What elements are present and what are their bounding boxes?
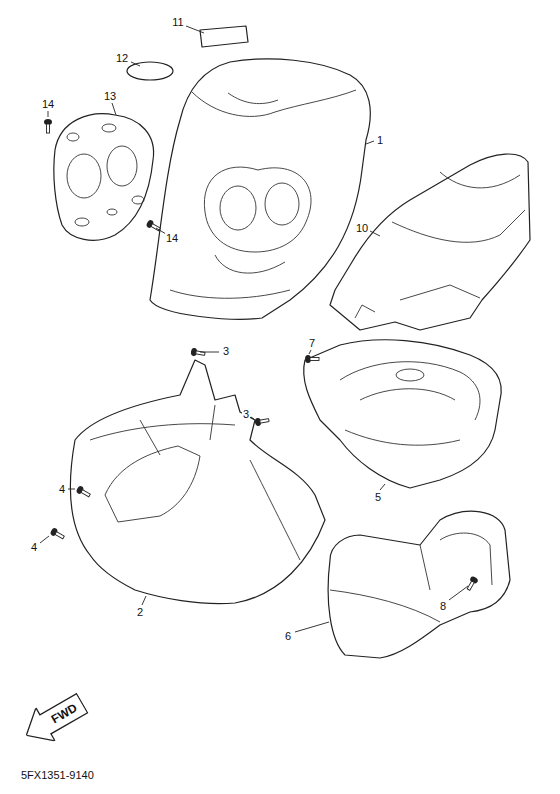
callout-number: 13	[103, 90, 117, 102]
part-2	[70, 360, 325, 604]
part-10	[330, 154, 530, 330]
callout-number: 4	[58, 483, 66, 495]
part-5	[304, 340, 502, 488]
callout-number: 1	[376, 134, 384, 146]
callout-number: 4	[30, 541, 38, 553]
leader-lines	[40, 26, 468, 632]
callout-number: 2	[136, 606, 144, 618]
part-1	[150, 59, 370, 319]
direction-arrow: FWD	[17, 686, 93, 752]
callout-number: 14	[165, 232, 179, 244]
part-12	[127, 62, 173, 80]
callout-number: 11	[171, 16, 184, 28]
callout-number: 6	[284, 630, 292, 642]
part-6	[328, 511, 510, 658]
callout-number: 7	[308, 337, 316, 349]
callout-number: 10	[355, 222, 369, 234]
callout-number: 5	[374, 491, 382, 503]
callout-number: 3	[222, 345, 230, 357]
callout-number: 3	[242, 408, 250, 420]
callout-number: 12	[115, 52, 129, 64]
screw	[44, 119, 479, 592]
drawing-code: 5FX1351-9140	[20, 769, 95, 781]
callout-number: 8	[439, 600, 447, 612]
callout-number: 14	[41, 98, 55, 110]
part-13	[54, 114, 154, 240]
arrow-shape	[17, 687, 92, 752]
part-11	[200, 26, 248, 47]
